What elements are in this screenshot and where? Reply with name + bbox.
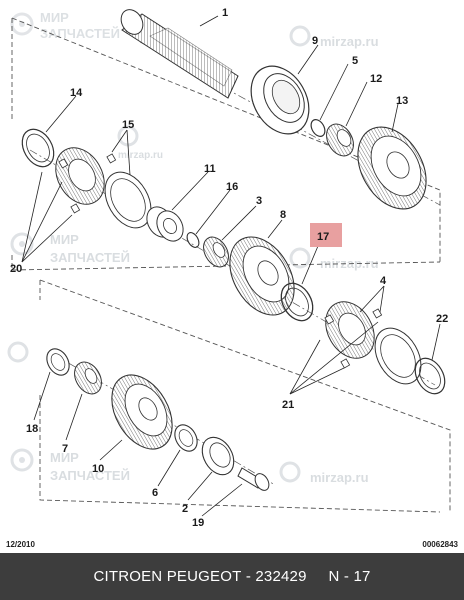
watermark-brand: МИР xyxy=(40,10,69,25)
part-17-synchro-ring xyxy=(280,282,314,322)
callout-18: 18 xyxy=(26,423,38,435)
part-15-synchro-hub xyxy=(55,147,152,229)
watermark-site: mirzap.ru xyxy=(118,150,163,161)
assembly-frame-lower xyxy=(39,279,451,513)
callout-9: 9 xyxy=(312,35,318,47)
callout-7: 7 xyxy=(62,443,68,455)
watermark-brand: МИР xyxy=(50,232,79,247)
diagram-meta-row: 12/2010 00062843 xyxy=(0,538,464,552)
part-6-washer xyxy=(174,424,198,452)
part-10-gear xyxy=(111,374,173,450)
callout-20: 20 xyxy=(10,263,22,275)
part-22-synchro-ring xyxy=(414,357,446,395)
callout-3: 3 xyxy=(256,195,262,207)
assembly-frame-upper xyxy=(11,17,441,271)
diagram-code: 00062843 xyxy=(422,540,458,549)
part-8-gear xyxy=(229,236,295,316)
part-14-synchro-ring xyxy=(21,128,55,168)
watermark-brand: МИР xyxy=(50,450,79,465)
watermark-site: mirzap.ru xyxy=(320,34,379,49)
watermark-logo: МИР ЗАПЧАСТЕЙ xyxy=(10,10,120,41)
part-3-needle-bearing xyxy=(203,236,229,268)
part-19-bolt xyxy=(237,467,270,491)
exploded-parts-diagram: МИР ЗАПЧАСТЕЙ МИР ЗАПЧАСТЕЙ МИР ЗАПЧАСТЕ… xyxy=(7,7,451,529)
callout-14: 14 xyxy=(70,87,83,99)
leader-lines xyxy=(21,15,441,517)
watermark-logo: mirzap.ru xyxy=(289,25,379,49)
callout-11: 11 xyxy=(204,163,216,175)
callout-22: 22 xyxy=(436,313,448,325)
part-4-synchro-hub xyxy=(324,301,422,385)
watermark-brand: ЗАПЧАСТЕЙ xyxy=(50,250,130,265)
watermark-site: mirzap.ru xyxy=(310,470,369,485)
part-12-needle-bearing xyxy=(326,123,354,157)
callout-5: 5 xyxy=(352,55,358,67)
footer-separator: - xyxy=(241,568,256,585)
part-2-bearing xyxy=(201,436,235,476)
watermark-group: МИР ЗАПЧАСТЕЙ МИР ЗАПЧАСТЕЙ МИР ЗАПЧАСТЕ… xyxy=(7,10,379,485)
watermark-brand: ЗАПЧАСТЕЙ xyxy=(50,468,130,483)
part-7-needle-bearing xyxy=(74,361,102,395)
footer-brand: CITROEN PEUGEOT xyxy=(93,568,242,585)
callout-highlight-box xyxy=(310,223,342,247)
part-16-circlip xyxy=(186,232,200,248)
callout-19: 19 xyxy=(192,517,204,529)
watermark-logo: МИР ЗАПЧАСТЕЙ xyxy=(10,448,130,483)
callout-6: 6 xyxy=(152,487,158,499)
callout-15: 15 xyxy=(122,119,134,131)
part-13-gear xyxy=(357,126,427,210)
watermark-logo: mirzap.ru xyxy=(279,461,369,485)
watermark-logo: МИР ЗАПЧАСТЕЙ xyxy=(10,232,130,265)
footer-ref: N - 17 xyxy=(328,568,371,585)
part-5-circlip xyxy=(310,119,326,137)
watermark-logo: mirzap.ru xyxy=(289,247,379,271)
part-11-sleeve xyxy=(146,206,184,242)
footer-caption-bar: CITROEN PEUGEOT - 232429 N - 17 xyxy=(0,553,464,600)
callout-10: 10 xyxy=(92,463,104,475)
part-9-bearing xyxy=(250,65,310,135)
callout-16: 16 xyxy=(226,181,238,193)
watermark-brand: ЗАПЧАСТЕЙ xyxy=(40,26,120,41)
part-1-input-shaft xyxy=(120,9,239,99)
callout-labels: 1 9 5 12 13 14 15 11 16 3 8 17 4 22 20 2… xyxy=(10,7,448,529)
callout-13: 13 xyxy=(396,95,408,107)
callout-17: 17 xyxy=(317,231,329,243)
callout-1: 1 xyxy=(222,7,228,19)
part-18-washer xyxy=(46,348,70,376)
callout-4: 4 xyxy=(380,275,387,287)
callout-12: 12 xyxy=(370,73,382,85)
callout-21: 21 xyxy=(282,399,294,411)
footer-gap xyxy=(307,568,329,585)
diagram-date: 12/2010 xyxy=(6,540,35,549)
callout-8: 8 xyxy=(280,209,286,221)
footer-part-number: 232429 xyxy=(255,568,307,585)
callout-2: 2 xyxy=(182,503,188,515)
